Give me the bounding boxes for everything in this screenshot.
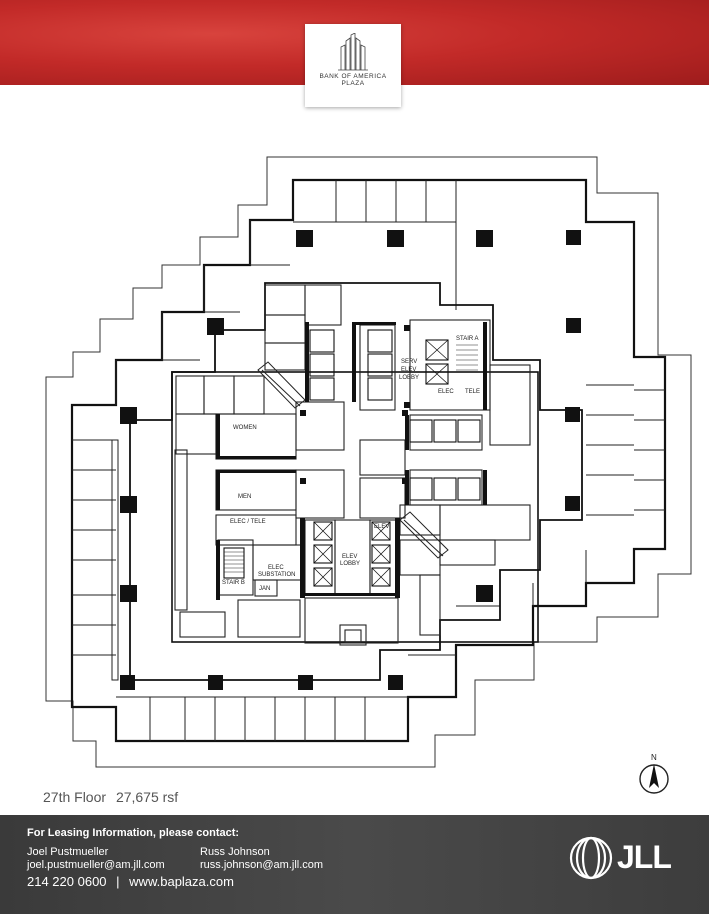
label-elev-lobby-1: ELEV [342, 554, 357, 560]
building-logo: BANK OF AMERICA PLAZA [305, 24, 401, 107]
site-outline [45, 156, 692, 768]
label-elev: ELEV [374, 524, 389, 530]
label-elec-substation-2: SUBSTATION [258, 572, 295, 578]
floor-name: 27th Floor [43, 789, 107, 805]
contact-1: Joel Pustmueller joel.pustmueller@am.jll… [27, 846, 165, 872]
logo-text-line1: BANK OF AMERICA [319, 73, 387, 80]
label-men: MEN [238, 494, 251, 500]
logo-text-line2: PLAZA [341, 80, 365, 87]
floor-info: 27th Floor 27,675 rsf [43, 789, 178, 805]
jll-logo-icon [569, 836, 613, 880]
contact-2-name: Russ Johnson [200, 846, 270, 858]
footer: For Leasing Information, please contact:… [0, 815, 709, 914]
phone-number: 214 220 0600 [27, 874, 107, 889]
contact-2-email[interactable]: russ.johnson@am.jll.com [200, 859, 324, 871]
website-link[interactable]: www.baplaza.com [129, 874, 234, 889]
label-elec-substation-1: ELEC [268, 565, 284, 571]
contact-2: Russ Johnson russ.johnson@am.jll.com [200, 846, 323, 872]
label-elec: ELEC [438, 389, 454, 395]
separator: | [116, 874, 120, 889]
label-jan: JAN [259, 586, 270, 592]
label-stair-a: STAIR A [456, 336, 479, 342]
label-women: WOMEN [233, 425, 257, 431]
building-outline [70, 178, 667, 743]
tower-logo-icon [338, 33, 368, 71]
north-compass-icon: N [639, 753, 669, 794]
label-tele: TELE [465, 389, 480, 395]
columns [120, 230, 581, 690]
floor-area: 27,675 rsf [115, 789, 179, 805]
label-elev-lobby-2: LOBBY [340, 561, 360, 567]
brand-name: JLL [617, 839, 672, 875]
label-serv-3: LOBBY [399, 375, 419, 381]
contact-1-email[interactable]: joel.pustmueller@am.jll.com [27, 859, 165, 871]
label-elec-tele: ELEC / TELE [230, 519, 266, 525]
label-serv-2: ELEV [401, 367, 416, 373]
label-serv-1: SERV [401, 359, 417, 365]
contact-line: 214 220 0600 | www.baplaza.com [27, 874, 234, 889]
floor-plan: WOMEN MEN ELEC / TELE ELEC SUBSTATION ST… [45, 156, 692, 768]
compass-label: N [651, 753, 657, 762]
contact-1-name: Joel Pustmueller [27, 846, 109, 858]
label-stair-b: STAIR B [222, 580, 245, 586]
contact-heading: For Leasing Information, please contact: [27, 827, 240, 839]
